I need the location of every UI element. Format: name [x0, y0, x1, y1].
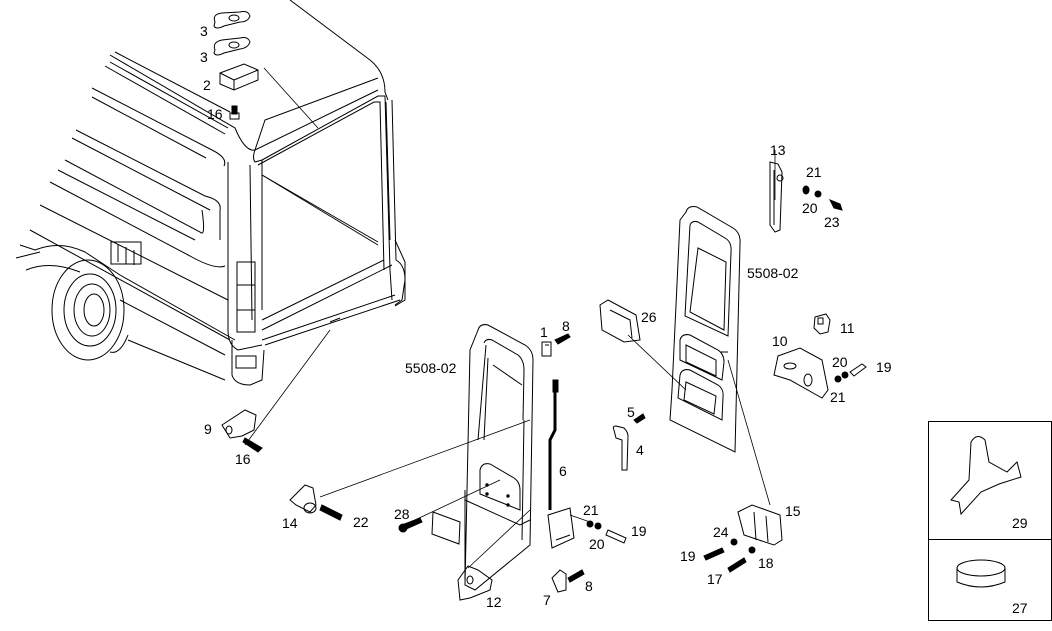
callout-15[interactable]: 15: [785, 503, 801, 519]
part-7-striker: [552, 570, 566, 592]
callout-8[interactable]: 8: [585, 578, 593, 594]
part-10-lamp: [774, 348, 828, 398]
callout-8[interactable]: 8: [562, 318, 570, 334]
van-body: [16, 0, 405, 385]
part-22-bolt: [320, 505, 342, 520]
part-19-17-bolts: [704, 548, 746, 572]
part-6-rod: [550, 380, 558, 510]
right-rear-door: [670, 207, 740, 452]
callout-20[interactable]: 20: [832, 354, 848, 370]
part-26-light-cover: [600, 300, 640, 342]
part-23-bolt: [830, 200, 842, 210]
callout-21[interactable]: 21: [583, 502, 599, 518]
callout-23[interactable]: 23: [824, 214, 840, 230]
left-rear-door: [465, 325, 533, 590]
callout-2[interactable]: 2: [203, 77, 211, 93]
part-4-lever: [613, 426, 628, 470]
callout-5[interactable]: 5: [627, 404, 635, 420]
part-3-plate-top: [214, 12, 250, 29]
part-20-21-fasteners-right: [835, 364, 866, 382]
part-8-screw-bottom: [568, 570, 584, 582]
part-16-bolt-hinge: [243, 438, 262, 452]
part-9-hinge: [222, 410, 256, 438]
inset-part-27: [928, 539, 1052, 621]
callout-21[interactable]: 21: [830, 389, 846, 405]
callout-29[interactable]: 29: [1012, 515, 1028, 531]
callout-11[interactable]: 11: [840, 320, 855, 336]
group-label-left-door[interactable]: 5508-02: [405, 360, 457, 376]
callout-4[interactable]: 4: [636, 442, 644, 458]
callout-16[interactable]: 16: [207, 106, 223, 122]
part-3-plate-lower: [214, 38, 250, 56]
callout-12[interactable]: 12: [486, 594, 502, 610]
part-14-hinge-pin: [290, 485, 316, 513]
part-plate-label: [432, 512, 460, 544]
part-29-shape: [951, 436, 1021, 514]
part-8-screw-top: [555, 334, 570, 344]
part-21-washer-top: [803, 186, 809, 194]
part-11-clip: [814, 314, 830, 334]
callout-20[interactable]: 20: [802, 200, 818, 216]
part-2-block: [220, 64, 258, 90]
callout-3[interactable]: 3: [200, 23, 208, 39]
part-27-cap-body: [957, 568, 1005, 587]
part-bracket-latch: [548, 508, 574, 548]
part-21-20-19-fasteners: [587, 521, 626, 543]
part-16-bolt-top: [230, 106, 239, 119]
callout-16[interactable]: 16: [235, 451, 251, 467]
callout-1[interactable]: 1: [540, 324, 548, 340]
part-27-cap-top: [957, 560, 1005, 576]
part-5-screw: [634, 414, 645, 423]
part-24-18-nuts: [731, 539, 755, 553]
callout-9[interactable]: 9: [204, 421, 212, 437]
callout-22[interactable]: 22: [353, 514, 369, 530]
leader-lines: [245, 68, 775, 568]
callout-28[interactable]: 28: [394, 506, 410, 522]
part-28-bolt: [399, 518, 422, 532]
callout-19[interactable]: 19: [631, 523, 647, 539]
part-13-bracket: [770, 162, 783, 232]
callout-10[interactable]: 10: [772, 333, 788, 349]
callout-18[interactable]: 18: [758, 555, 774, 571]
callout-19[interactable]: 19: [680, 548, 696, 564]
callout-21[interactable]: 21: [806, 164, 822, 180]
callout-26[interactable]: 26: [641, 309, 657, 325]
callout-3[interactable]: 3: [200, 49, 208, 65]
callout-24[interactable]: 24: [713, 524, 729, 540]
callout-14[interactable]: 14: [282, 515, 298, 531]
part-15-lamp-housing: [738, 505, 782, 545]
callout-19[interactable]: 19: [876, 359, 892, 375]
callout-20[interactable]: 20: [589, 536, 605, 552]
callout-27[interactable]: 27: [1012, 600, 1028, 616]
callout-7[interactable]: 7: [543, 592, 551, 608]
part-20-nut-top: [815, 191, 821, 197]
callout-17[interactable]: 17: [707, 571, 723, 587]
callout-13[interactable]: 13: [770, 142, 786, 158]
part-1-catch: [542, 342, 551, 356]
inset-part-29: [928, 421, 1052, 541]
part-12-hinge: [458, 566, 492, 600]
group-label-right-door[interactable]: 5508-02: [747, 265, 799, 281]
callout-6[interactable]: 6: [559, 463, 567, 479]
